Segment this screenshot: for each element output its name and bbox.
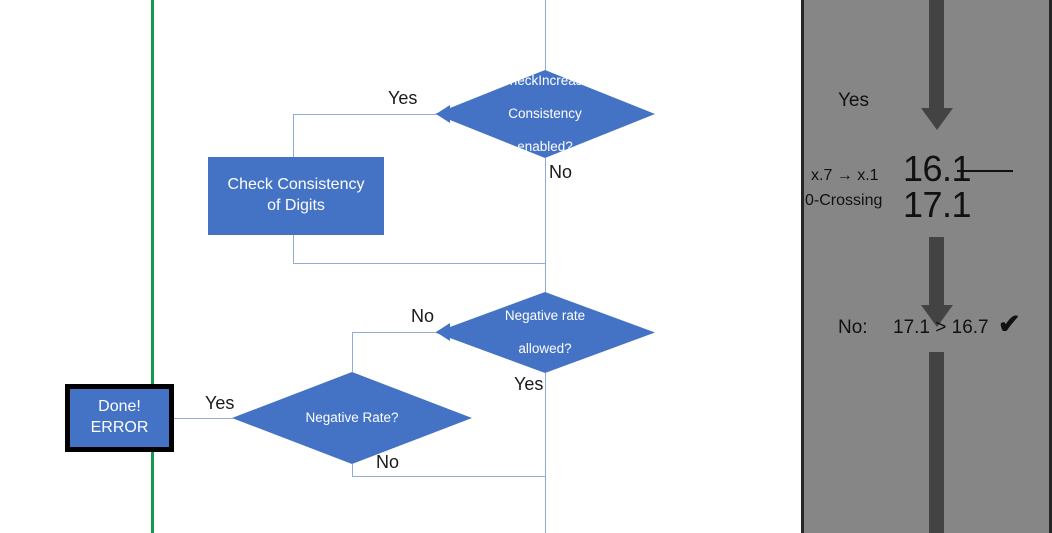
- spine-segment-top: [545, 0, 546, 88]
- panel-arrow-top-shaft: [929, 0, 944, 111]
- edge-label-nra-yes: Yes: [514, 374, 544, 394]
- panel-value-struck: 16.1: [903, 150, 1052, 187]
- decision-negative-rate-label: Negative Rate?: [305, 409, 399, 425]
- panel-value-result: 17.1: [903, 184, 972, 225]
- decision-negative-rate[interactable]: Negative Rate?: [232, 372, 472, 464]
- annotation-panel: Yes x.7 → x.1 0-Crossing 16.1 17.1 No: 1…: [801, 0, 1052, 533]
- panel-arrow-mid-shaft: [929, 237, 944, 309]
- panel-arrow-mid-head: [921, 305, 953, 327]
- edge-nra-no-vertical: [352, 332, 353, 372]
- edge-label-negative-rate-no: No: [376, 452, 400, 472]
- panel-rule-label-2: 0-Crossing: [805, 192, 883, 209]
- spine-segment-mid-lower: [545, 263, 546, 307]
- panel-branch-label: Yes: [838, 90, 869, 111]
- panel-comparison-value: 17.1 > 16.7: [893, 317, 989, 338]
- edge-digits-return-horizontal: [293, 263, 546, 264]
- panel-check-icon: ✔: [998, 309, 1021, 339]
- edge-check-increase-yes-horizontal: [293, 114, 436, 115]
- arrowhead-into-check-increase-left: [436, 105, 450, 123]
- panel-arrow-top-head: [921, 108, 953, 130]
- arrowhead-into-negative-rate-allowed-left: [436, 323, 450, 341]
- spine-segment-lower: [545, 373, 546, 476]
- terminator-done-error[interactable]: Done!ERROR: [65, 384, 174, 452]
- edge-label-negative-rate-yes: Yes: [205, 393, 235, 413]
- edge-negative-rate-yes: [174, 418, 234, 419]
- green-guide-line: [151, 0, 154, 533]
- spine-segment-mid-upper: [545, 158, 546, 264]
- panel-arrow-bottom-shaft: [929, 352, 944, 533]
- terminator-done-error-label: Done!ERROR: [90, 398, 149, 436]
- panel-comparison-prefix: No:: [838, 317, 868, 338]
- edge-label-check-increase-no: No: [549, 162, 573, 182]
- edge-label-nra-no: No: [411, 306, 435, 326]
- panel-rule-label-1: x.7 → x.1: [811, 167, 879, 184]
- edge-nra-no-horizontal: [352, 332, 436, 333]
- edge-check-increase-yes-vertical: [293, 114, 294, 157]
- spine-segment-bottom: [545, 476, 546, 533]
- edge-digits-return-vertical: [293, 235, 294, 263]
- edge-label-check-increase-yes: Yes: [388, 88, 418, 108]
- edge-negative-rate-no-horizontal: [352, 476, 546, 477]
- edge-negative-rate-no-vertical: [352, 464, 353, 476]
